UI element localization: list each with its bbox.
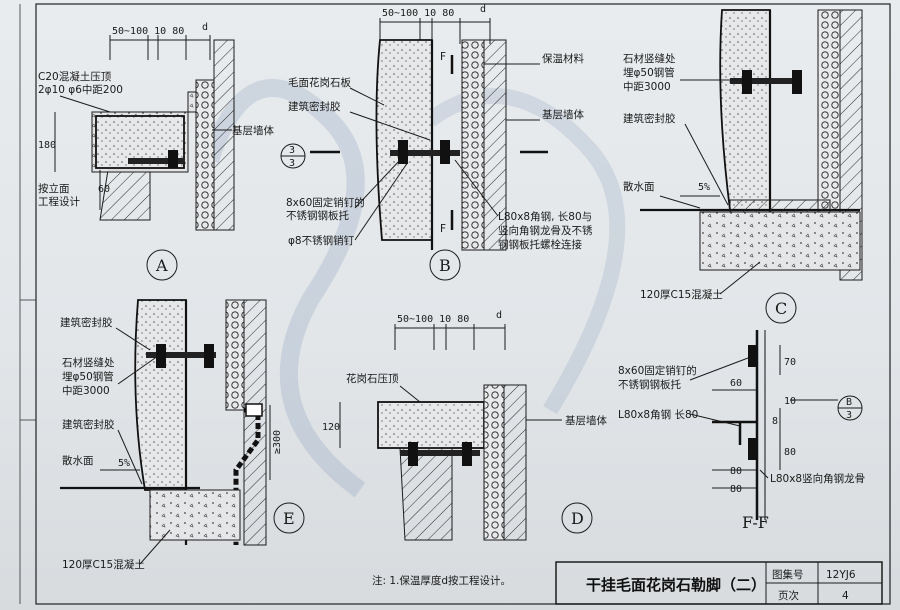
f-70: 70 xyxy=(784,357,796,368)
d-cap: 花岗石压顶 xyxy=(346,372,399,385)
title-block: 干挂毛面花岗石勒脚（二） 图集号 12YJ6 页次 4 xyxy=(555,561,883,605)
b-angle-1: L80x8角钢, 长80与 xyxy=(498,210,592,223)
detail-a: 50~100 10 80 d C20混凝土压顶 2φ10 φ6中距200 180… xyxy=(38,22,274,281)
e-5pct: 5% xyxy=(118,458,130,469)
f-vert-angle: L80x8竖向角钢龙骨 xyxy=(770,472,865,485)
e-apron: 散水面 xyxy=(62,454,94,467)
a-per-project-1: 按立面 xyxy=(38,182,70,195)
c-c15: 120厚C15混凝土 xyxy=(640,288,723,301)
e-joint-1: 石材竖缝处 xyxy=(62,356,115,369)
b-d: d xyxy=(480,4,486,15)
c-joint-3: 中距3000 xyxy=(623,80,671,93)
d-top-dims: 50~100 10 80 xyxy=(397,314,469,325)
b-sealant: 建筑密封胶 xyxy=(288,100,341,113)
f-8x60-2: 不锈钢钢板托 xyxy=(618,378,681,391)
a-per-project-2: 工程设计 xyxy=(38,195,80,208)
b-F2: F xyxy=(440,223,446,235)
f-ref-num: B xyxy=(846,397,852,408)
c-5pct: 5% xyxy=(698,182,710,193)
b-F: F xyxy=(440,51,446,63)
detail-c: 石材竖缝处 埋φ50钢管 中距3000 建筑密封胶 散水面 5% 120厚C15… xyxy=(623,9,863,324)
f-80b: 80 xyxy=(730,466,742,477)
atlas-value: 12YJ6 xyxy=(826,569,856,581)
e-sealant2: 建筑密封胶 xyxy=(62,418,115,431)
detail-b-marker xyxy=(429,249,461,281)
b-granite-board: 毛面花岗石板 xyxy=(288,76,351,89)
e-sealant: 建筑密封胶 xyxy=(60,316,113,329)
detail-a-label: A xyxy=(155,256,168,275)
b-angle-3: 钢钢板托螺栓连接 xyxy=(498,238,582,251)
c-joint-1: 石材竖缝处 xyxy=(623,52,676,65)
detail-d-label: D xyxy=(571,509,584,528)
note-text: 注: 1.保温厚度d按工程设计。 xyxy=(372,574,511,587)
detail-c-marker xyxy=(765,292,797,324)
e-joint-3: 中距3000 xyxy=(62,384,110,397)
drawing-title: 干挂毛面花岗石勒脚（二） xyxy=(586,576,766,594)
b-top-dims: 50~100 10 80 xyxy=(382,8,454,19)
detail-e-marker xyxy=(273,502,305,534)
a-concrete-cap-1: C20混凝土压顶 xyxy=(38,70,112,83)
detail-d-marker xyxy=(561,502,593,534)
e-c15: 120厚C15混凝土 xyxy=(62,558,145,571)
detail-b-label: B xyxy=(439,256,451,275)
f-8x60-1: 8x60固定销钉的 xyxy=(618,364,697,377)
detail-a-marker xyxy=(146,249,178,281)
a-base-wall: 基层墙体 xyxy=(232,124,274,137)
b-8x60-1: 8x60固定销钉的 xyxy=(286,196,365,209)
f-ref-sheet: 3 xyxy=(846,410,852,421)
detail-d: 50~100 10 80 d 花岗石压顶 120 基层墙体 D xyxy=(322,310,607,541)
a-60: 60 xyxy=(98,184,110,195)
b-ref-sheet: 3 xyxy=(289,158,295,169)
detail-b: 50~100 10 80 d F F 保温材料 毛面花岗石板 建筑密封胶 基层墙… xyxy=(280,4,593,281)
section-ff: 70 10 8 80 60 80 80 8x60固定销钉的 不锈钢钢板托 L80… xyxy=(618,330,865,532)
f-60: 60 xyxy=(730,378,742,389)
e-300: ≥300 xyxy=(272,430,283,454)
c-sealant: 建筑密封胶 xyxy=(623,112,676,125)
d-d: d xyxy=(496,310,502,321)
c-joint-2: 埋φ50钢管 xyxy=(623,66,675,79)
b-ref-num: 3 xyxy=(289,145,295,156)
section-ff-label: F-F xyxy=(742,513,769,532)
b-angle-2: 竖向角钢龙骨及不锈 xyxy=(498,224,593,237)
detail-c-label: C xyxy=(775,299,787,318)
c-apron: 散水面 xyxy=(623,180,655,193)
d-120: 120 xyxy=(322,422,340,433)
b-8x60-2: 不锈钢钢板托 xyxy=(286,209,349,222)
atlas-label: 图集号 xyxy=(772,568,804,581)
f-8: 8 xyxy=(772,416,778,427)
detail-e-label: E xyxy=(283,509,295,528)
b-insulation: 保温材料 xyxy=(542,52,584,65)
a-180: 180 xyxy=(38,140,56,151)
a-concrete-cap-2: 2φ10 φ6中距200 xyxy=(38,83,123,96)
detail-e: ≥300 建筑密封胶 石材竖缝处 埋φ50钢管 中距3000 建筑密封胶 散水面… xyxy=(60,299,305,571)
f-10: 10 xyxy=(784,396,796,407)
b-base-wall: 基层墙体 xyxy=(542,108,584,121)
b-pin: φ8不锈钢销钉 xyxy=(288,234,355,247)
a-d: d xyxy=(202,22,208,33)
page-label: 页次 xyxy=(778,589,799,602)
f-80a: 80 xyxy=(784,447,796,458)
d-base-wall: 基层墙体 xyxy=(565,414,607,427)
page-value: 4 xyxy=(842,590,849,602)
f-angle: L80x8角钢 长80 xyxy=(618,408,698,421)
e-joint-2: 埋φ50钢管 xyxy=(62,370,114,383)
a-top-dims: 50~100 10 80 xyxy=(112,26,184,37)
f-80c: 80 xyxy=(730,484,742,495)
